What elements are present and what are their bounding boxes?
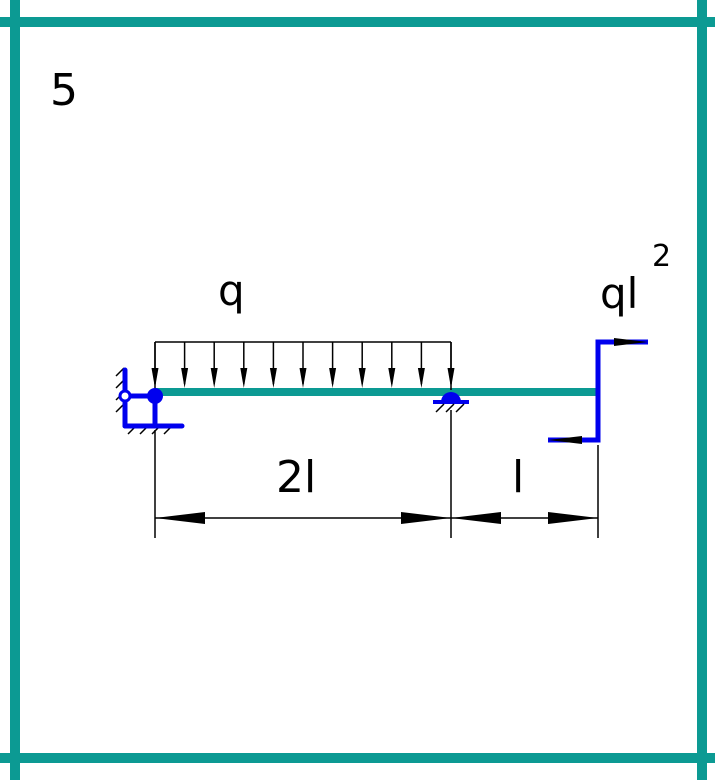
moment-arrow-top bbox=[614, 338, 648, 346]
dim-arrow-2 bbox=[401, 512, 451, 524]
load-arrows bbox=[151, 342, 455, 388]
load-arrow-head bbox=[240, 368, 248, 388]
span-right-label: l bbox=[512, 452, 524, 503]
left-support bbox=[115, 367, 185, 435]
dimension-arrows bbox=[155, 512, 598, 524]
left-support-pin bbox=[118, 389, 132, 403]
moment bbox=[548, 338, 648, 444]
load-arrow-head bbox=[417, 368, 425, 388]
frame-top bbox=[0, 17, 715, 27]
frame-bottom bbox=[0, 753, 715, 763]
load-label: q bbox=[218, 266, 245, 315]
dimensions bbox=[154, 410, 599, 538]
dim-arrow-1 bbox=[155, 512, 205, 524]
moment-exponent: 2 bbox=[652, 239, 671, 274]
moment-arrow-bottom bbox=[548, 436, 582, 444]
frame-left bbox=[10, 0, 20, 780]
span-left-label: 2l bbox=[276, 452, 316, 503]
middle-support bbox=[433, 392, 469, 413]
middle-support-dome bbox=[441, 392, 461, 402]
moment-label: ql bbox=[600, 269, 638, 318]
problem-number: 5 bbox=[50, 65, 78, 116]
load-arrow-head bbox=[210, 368, 218, 388]
load-arrow-head bbox=[447, 368, 455, 388]
frame-right bbox=[697, 0, 707, 780]
load-arrow-head bbox=[299, 368, 307, 388]
left-hinge bbox=[147, 388, 163, 404]
load-arrow-head bbox=[388, 368, 396, 388]
middle-support-hatch bbox=[435, 403, 465, 413]
load-arrow-head bbox=[269, 368, 277, 388]
dim-arrow-3 bbox=[451, 512, 501, 524]
load-arrow-head bbox=[329, 368, 337, 388]
load-arrow-head bbox=[181, 368, 189, 388]
load-arrow-head bbox=[358, 368, 366, 388]
distributed-load bbox=[151, 341, 455, 390]
load-arrow-head bbox=[151, 368, 159, 388]
dim-arrow-4 bbox=[548, 512, 598, 524]
